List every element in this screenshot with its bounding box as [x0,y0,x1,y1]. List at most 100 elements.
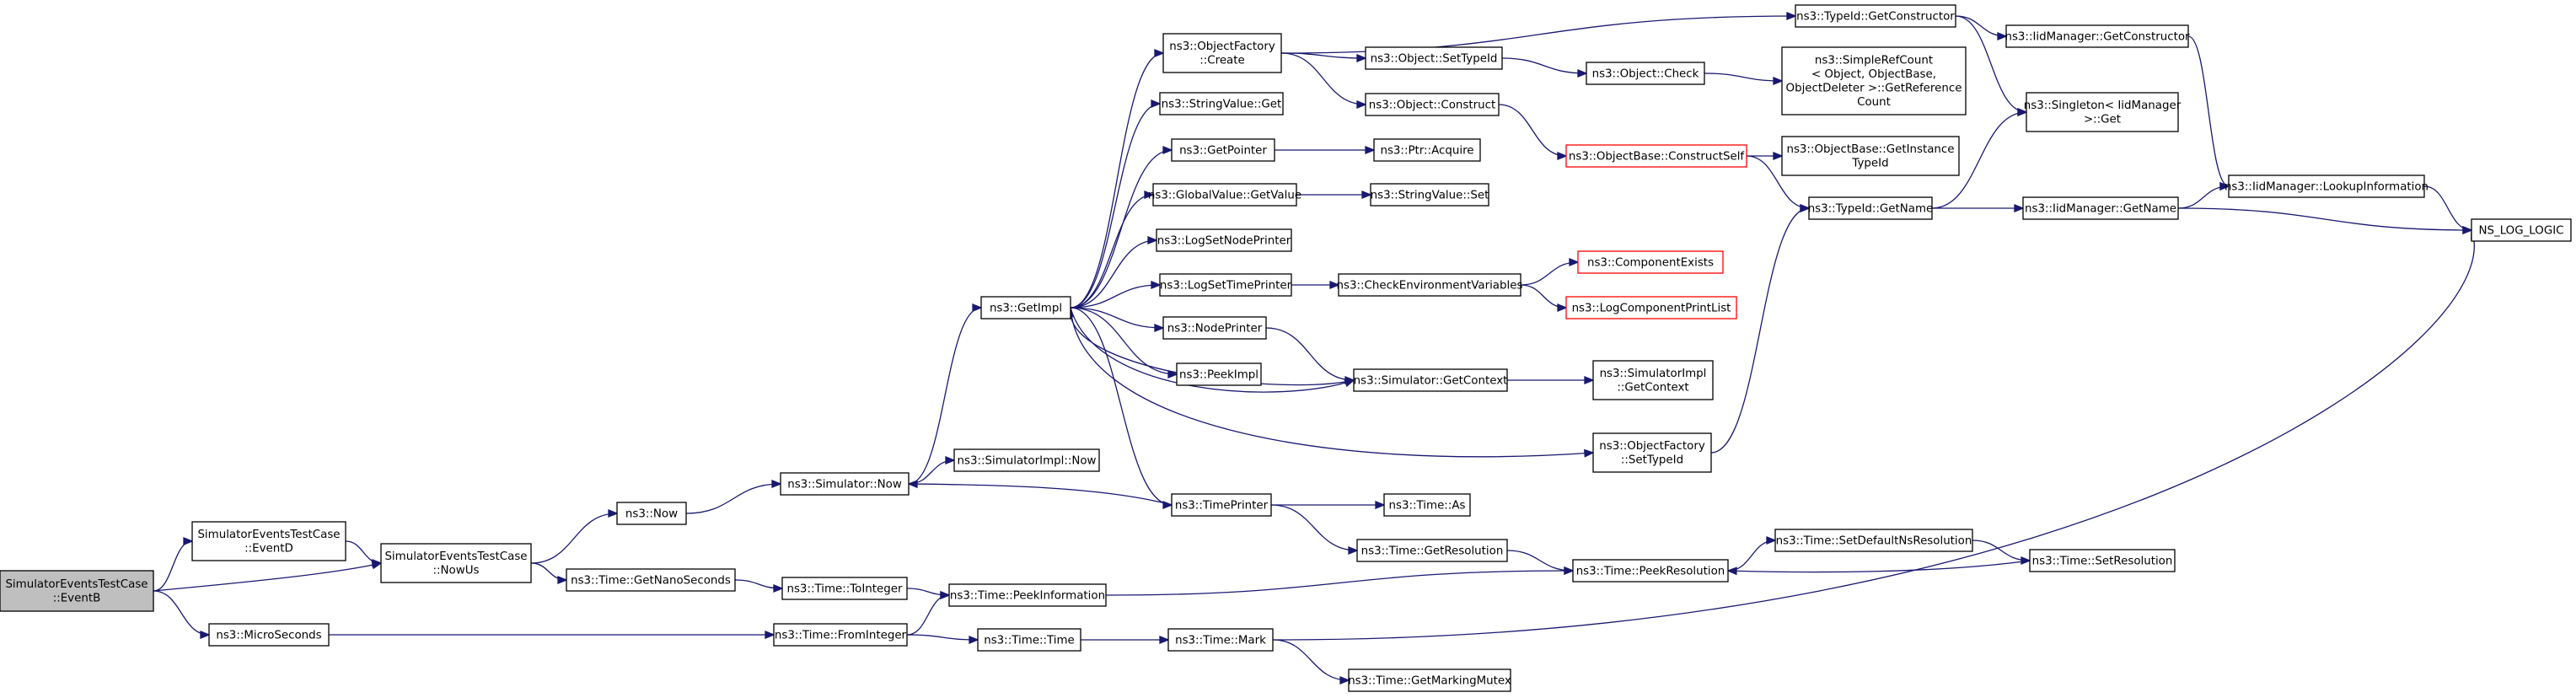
node-check-env-vars[interactable]: ns3::CheckEnvironmentVariables [1337,273,1523,297]
node-box[interactable] [1162,33,1282,73]
node-box[interactable] [1152,183,1297,207]
node-event-d[interactable]: SimulatorEventsTestCase::EventD [191,521,346,561]
node-obj-set-type-id[interactable]: ns3::Object::SetTypeId [1365,46,1503,70]
node-box[interactable] [616,502,687,525]
node-box[interactable] [208,623,330,647]
node-box[interactable] [566,568,736,592]
node-time-get-resolution[interactable]: ns3::Time::GetResolution [1356,539,1508,562]
node-box[interactable] [2471,218,2572,242]
node-box[interactable] [773,623,908,647]
node-box[interactable] [1171,138,1275,162]
node-box[interactable] [781,577,908,600]
node-log-component-print-list[interactable]: ns3::LogComponentPrintList [1565,296,1737,319]
node-box[interactable] [1586,62,1705,85]
node-obj-factory-set-type-id[interactable]: ns3::ObjectFactory::SetTypeId [1592,432,1712,473]
node-string-value-get[interactable]: ns3::StringValue::Get [1159,92,1284,115]
node-box[interactable] [1159,273,1292,297]
node-box[interactable] [780,472,910,496]
node-from-integer[interactable]: ns3::Time::FromInteger [773,623,908,647]
node-log-set-node-printer[interactable]: ns3::LogSetNodePrinter [1156,228,1292,252]
node-box[interactable] [1795,4,1956,28]
node-singleton-get[interactable]: ns3::Singleton< IidManager >::Get [2024,92,2182,132]
node-box[interactable] [2022,196,2179,220]
node-box[interactable] [1565,296,1737,319]
node-iid-lookup-info[interactable]: ns3::IidManager::LookupInformation [2224,174,2428,198]
node-box[interactable] [1365,46,1503,70]
node-set-default-ns-res[interactable]: ns3::Time::SetDefaultNsResolution [1774,529,1973,552]
node-sim-get-context[interactable]: ns3::Simulator::GetContext [1353,368,1508,392]
node-now-us[interactable]: SimulatorEventsTestCase::NowUs [380,543,532,583]
node-iid-get-constructor[interactable]: ns3::IidManager::GetConstructor [2004,24,2190,48]
node-box[interactable] [1356,539,1508,562]
node-component-exists[interactable]: ns3::ComponentExists [1577,250,1724,274]
node-box[interactable] [1565,144,1747,168]
node-micro-seconds[interactable]: ns3::MicroSeconds [208,623,330,647]
node-box[interactable] [1365,93,1500,116]
node-box[interactable] [1572,559,1729,583]
node-type-id-get-constructor[interactable]: ns3::TypeId::GetConstructor [1795,4,1956,28]
node-simple-ref-count[interactable]: ns3::SimpleRefCount< Object, ObjectBase,… [1781,46,1967,115]
node-get-impl[interactable]: ns3::GetImpl [980,296,1071,319]
node-time-set-resolution[interactable]: ns3::Time::SetResolution [2029,549,2176,572]
node-box[interactable] [1171,493,1272,517]
node-to-integer[interactable]: ns3::Time::ToInteger [781,577,908,600]
node-time-printer[interactable]: ns3::TimePrinter [1171,493,1272,517]
node-obj-factory-create[interactable]: ns3::ObjectFactory::Create [1162,33,1282,73]
node-sim-impl-get-context[interactable]: ns3::SimulatorImpl::GetContext [1592,360,1714,400]
node-box[interactable] [1577,250,1724,274]
node-box[interactable] [191,521,346,561]
node-box[interactable] [1338,273,1521,297]
node-box[interactable] [1348,668,1511,692]
node-iid-get-name[interactable]: ns3::IidManager::GetName [2022,196,2179,220]
node-box[interactable] [1353,368,1508,392]
node-node-printer[interactable]: ns3::NodePrinter [1162,316,1267,340]
node-get-nano-seconds[interactable]: ns3::Time::GetNanoSeconds [566,568,736,592]
node-box[interactable] [2026,92,2179,132]
node-box[interactable] [380,543,532,583]
node-peek-impl[interactable]: ns3::PeekImpl [1176,362,1262,386]
node-box[interactable] [948,583,1107,607]
node-box[interactable] [980,296,1071,319]
node-box[interactable] [1162,316,1267,340]
node-time-time[interactable]: ns3::Time::Time [977,628,1081,652]
node-event-b[interactable]: SimulatorEventsTestCase::EventB [0,570,154,612]
node-type-id-get-name[interactable]: ns3::TypeId::GetName [1808,196,1934,220]
node-box[interactable] [1781,136,1960,176]
node-box[interactable] [1373,138,1481,162]
node-box[interactable] [1808,196,1933,220]
node-time-peek-resolution[interactable]: ns3::Time::PeekResolution [1572,559,1729,583]
node-peek-information[interactable]: ns3::Time::PeekInformation [948,583,1107,607]
node-string-value-set[interactable]: ns3::StringValue::Set [1370,183,1489,207]
node-box[interactable] [1156,228,1292,252]
node-box[interactable] [953,448,1100,472]
node-ns-log-logic[interactable]: NS_LOG_LOGIC [2471,218,2572,242]
node-obj-base-construct-self[interactable]: ns3::ObjectBase::ConstructSelf [1565,144,1747,168]
node-box[interactable] [1592,432,1712,473]
node-box[interactable] [1167,628,1274,652]
node-time-mark[interactable]: ns3::Time::Mark [1167,628,1274,652]
node-obj-check[interactable]: ns3::Object::Check [1586,62,1705,85]
node-box[interactable] [1781,46,1967,115]
node-sim-now[interactable]: ns3::Simulator::Now [780,472,910,496]
node-box[interactable] [2228,174,2425,198]
node-now[interactable]: ns3::Now [616,502,687,525]
node-get-marking-mutex[interactable]: ns3::Time::GetMarkingMutex [1348,668,1511,692]
node-box[interactable] [1370,183,1489,207]
node-box[interactable] [2029,549,2176,572]
node-box[interactable] [977,628,1081,652]
node-box[interactable] [2005,24,2189,48]
node-ptr-acquire[interactable]: ns3::Ptr::Acquire [1373,138,1481,162]
node-box[interactable] [0,570,154,612]
node-box[interactable] [1592,360,1714,400]
node-get-pointer[interactable]: ns3::GetPointer [1171,138,1275,162]
node-log-set-time-printer[interactable]: ns3::LogSetTimePrinter [1159,273,1292,297]
node-box[interactable] [1176,362,1262,386]
node-time-as[interactable]: ns3::Time::As [1383,493,1471,517]
node-sim-impl-now[interactable]: ns3::SimulatorImpl::Now [953,448,1100,472]
node-box[interactable] [1159,92,1284,115]
node-box[interactable] [1383,493,1471,517]
node-global-value-get-value[interactable]: ns3::GlobalValue::GetValue [1148,183,1301,207]
node-box[interactable] [1774,529,1973,552]
node-obj-construct[interactable]: ns3::Object::Construct [1365,93,1500,116]
